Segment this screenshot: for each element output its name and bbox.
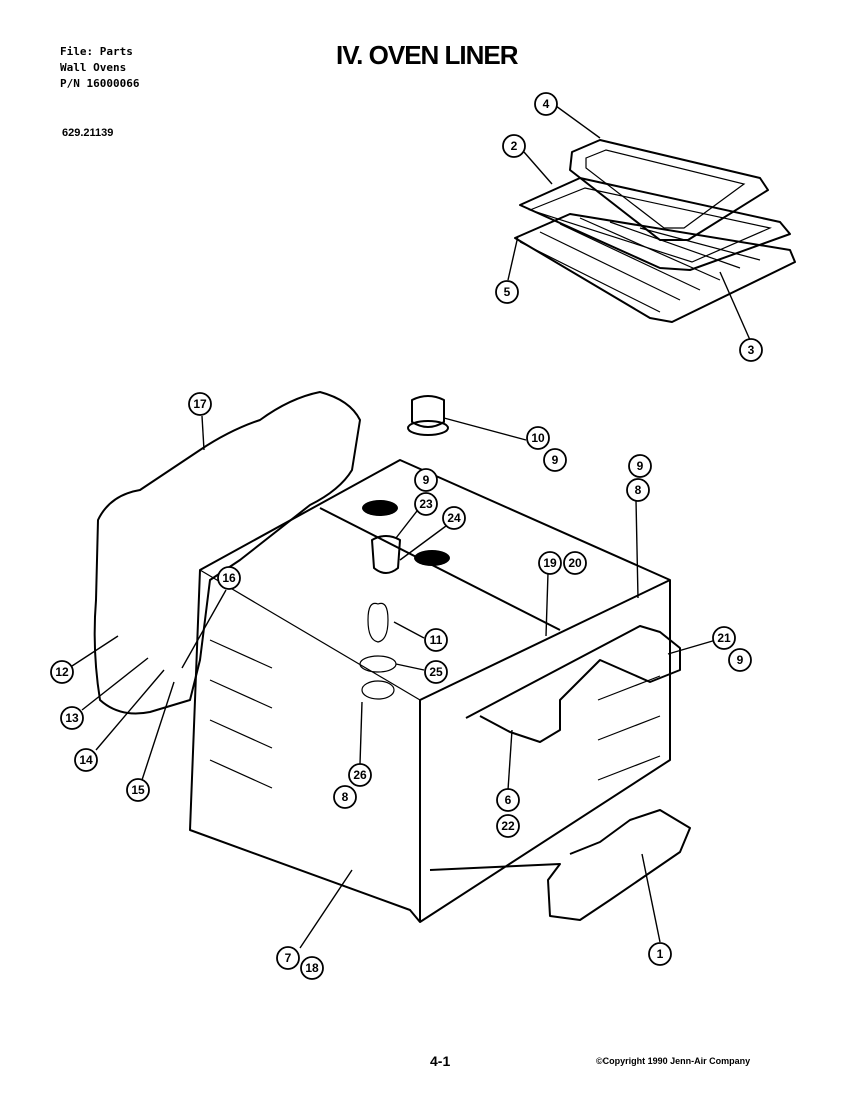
callout: 9 xyxy=(728,648,752,672)
callout-label: 26 xyxy=(353,768,367,782)
callout: 17 xyxy=(188,392,212,416)
callout-label: 9 xyxy=(637,459,644,473)
leader-lines xyxy=(71,105,751,949)
callout-label: 11 xyxy=(430,633,443,647)
callout: 9 xyxy=(543,448,567,472)
callout: 23 xyxy=(414,492,438,516)
callout: 10 xyxy=(526,426,550,450)
callout-label: 4 xyxy=(543,97,550,111)
callout-label: 8 xyxy=(635,483,642,497)
callout-label: 25 xyxy=(429,665,443,679)
callout: 22 xyxy=(496,814,520,838)
callout-label: 10 xyxy=(531,431,545,445)
file-label: File: Parts xyxy=(60,45,133,58)
oven-liner-box xyxy=(189,459,671,923)
callout: 6 xyxy=(496,788,520,812)
callout-label: 13 xyxy=(65,711,79,725)
callout: 9 xyxy=(628,454,652,478)
part-number-label: P/N 16000066 xyxy=(60,77,140,90)
callout: 8 xyxy=(333,785,357,809)
callout-label: 6 xyxy=(505,793,512,807)
callout: 9 xyxy=(414,468,438,492)
callout: 13 xyxy=(60,706,84,730)
callout: 21 xyxy=(712,626,736,650)
callout-label: 1 xyxy=(657,947,664,961)
callout: 2 xyxy=(502,134,526,158)
callout: 12 xyxy=(50,660,74,684)
callout: 19 xyxy=(538,551,562,575)
callout-label: 15 xyxy=(131,783,145,797)
callout: 18 xyxy=(300,956,324,980)
callout: 1 xyxy=(648,942,672,966)
callout: 25 xyxy=(424,660,448,684)
callout: 26 xyxy=(348,763,372,787)
callout: 24 xyxy=(442,506,466,530)
callout-label: 9 xyxy=(737,653,744,667)
page-number: 4-1 xyxy=(430,1053,451,1069)
callout-label: 9 xyxy=(552,453,559,467)
copyright-notice: ©Copyright 1990 Jenn-Air Company xyxy=(596,1056,751,1066)
category-label: Wall Ovens xyxy=(60,61,127,74)
callout-label: 5 xyxy=(504,285,511,299)
page-title: IV. OVEN LINER xyxy=(336,40,519,70)
callout-label: 2 xyxy=(511,139,518,153)
callout-label: 3 xyxy=(748,343,755,357)
callout-label: 9 xyxy=(423,473,430,487)
callout: 16 xyxy=(217,566,241,590)
callout: 15 xyxy=(126,778,150,802)
callout-label: 14 xyxy=(79,753,93,767)
callout-label: 23 xyxy=(419,497,433,511)
model-number: 629.21139 xyxy=(62,127,114,139)
insulation-blanket xyxy=(93,391,361,715)
callout: 7 xyxy=(276,946,300,970)
callout: 3 xyxy=(739,338,763,362)
callout-label: 19 xyxy=(543,556,557,570)
callout-label: 12 xyxy=(55,665,69,679)
callout: 11 xyxy=(424,628,448,652)
broiler-pan-assembly xyxy=(514,139,796,323)
callout: 4 xyxy=(534,92,558,116)
callout: 20 xyxy=(563,551,587,575)
callout: 14 xyxy=(74,748,98,772)
callout-label: 24 xyxy=(447,511,461,525)
callout-label: 16 xyxy=(222,571,236,585)
broil-element xyxy=(465,625,681,743)
callout-label: 18 xyxy=(305,961,319,975)
callout-label: 21 xyxy=(717,631,731,645)
callouts: 4 2 5 3 17 10 9 9 23 24 9 8 19 20 16 21 … xyxy=(50,92,763,980)
bake-element xyxy=(429,809,691,921)
light-socket-top xyxy=(407,395,449,436)
callout-label: 17 xyxy=(193,397,207,411)
callout-label: 22 xyxy=(501,819,515,833)
callout: 8 xyxy=(626,478,650,502)
callout-label: 20 xyxy=(568,556,582,570)
callout-label: 8 xyxy=(342,790,349,804)
callout: 5 xyxy=(495,280,519,304)
callout-label: 7 xyxy=(285,951,292,965)
